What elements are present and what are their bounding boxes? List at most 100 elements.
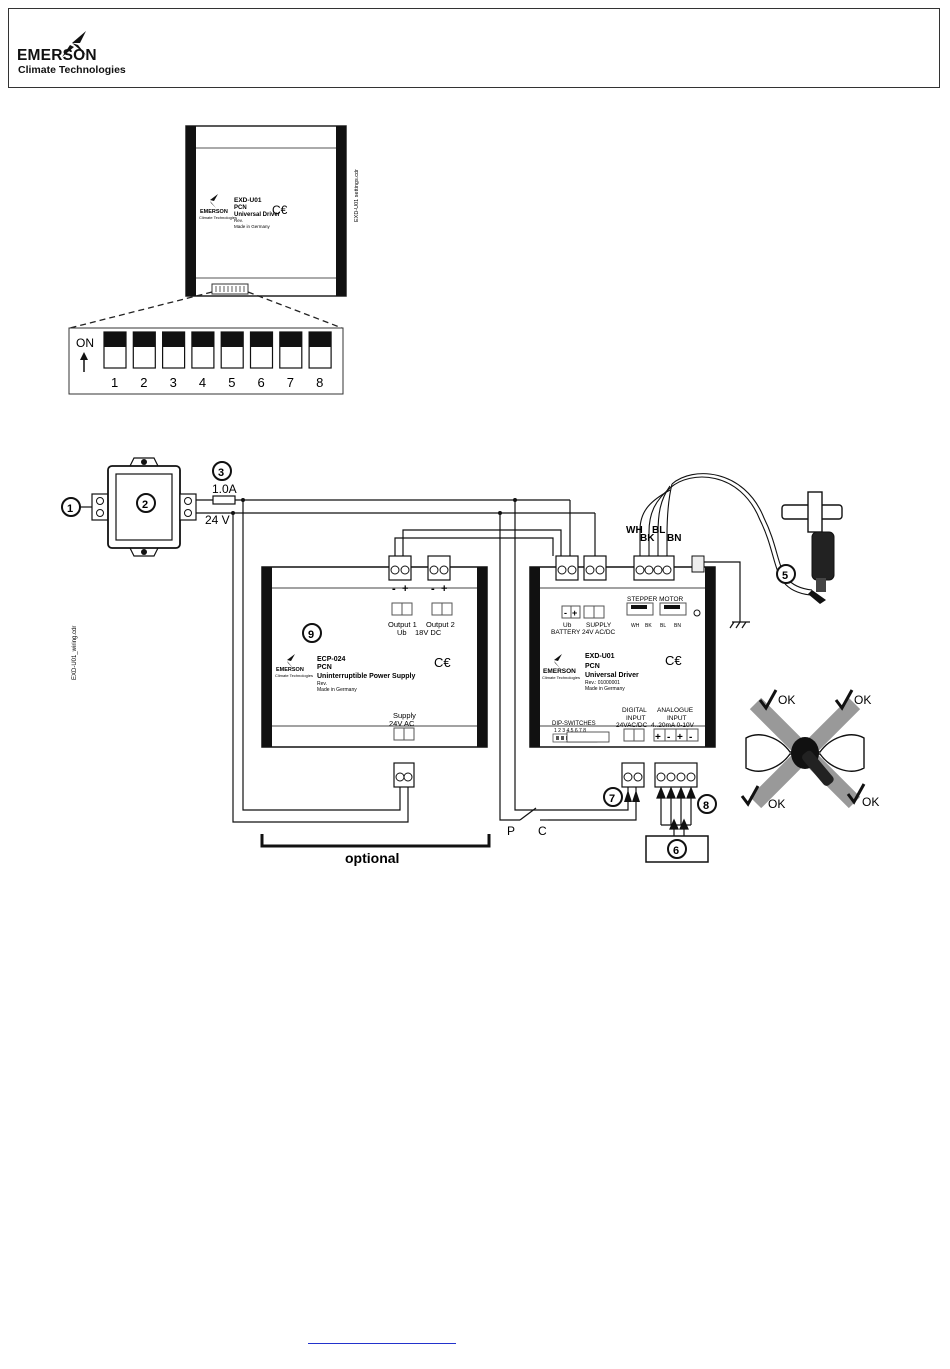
dip-on-label: ON [76, 336, 94, 350]
stepper-pin-bk: BK [645, 623, 652, 629]
callout-8: 8 [703, 800, 709, 812]
dip-switch-lever [162, 332, 185, 347]
dip-switch-lever [221, 332, 244, 347]
ce-mark-icon: C€ [272, 203, 288, 217]
fuse-label: 1.0A [212, 482, 237, 496]
driver-supply-label: SUPPLY [586, 622, 612, 629]
driver-battery-minus: - [564, 608, 567, 618]
top-device-made: Made in Germany [234, 224, 271, 229]
dip-switch-number: 2 [140, 375, 147, 390]
driver-brand-sub: Climate Technologies [542, 675, 580, 680]
driver-digital-voltage: 24VAC/DC [616, 722, 648, 729]
optional-label: optional [345, 850, 399, 866]
driver-dip-label: DIP-SWITCHES [552, 721, 596, 727]
led-icon [693, 609, 701, 617]
top-device-line2: PCN [234, 205, 247, 211]
analog-plus-1: + [655, 732, 661, 743]
ups-device: - + - + Output 1 Output 2 Ub 18V DC 9 EM… [261, 555, 488, 788]
ups-model: ECP-024 [317, 656, 346, 663]
callout-2: 2 [142, 499, 148, 511]
driver-supply-voltage: 24V AC/DC [582, 629, 616, 636]
analog-plus-2: + [677, 732, 683, 743]
ups-output1-minus: - [392, 583, 396, 595]
ups-output2-minus: - [431, 583, 435, 595]
top-device-model: EXD-U01 [234, 197, 262, 204]
wire-bn-label: BN [667, 533, 681, 544]
callout-5: 5 [782, 570, 788, 582]
ok-label-tl: OK [778, 693, 795, 707]
dip-switch-number: 7 [287, 375, 294, 390]
ups-output1-plus: + [402, 583, 408, 595]
wire-bk-label: BK [640, 533, 655, 544]
dip-switch-lever [133, 332, 156, 347]
driver-digital-input: INPUT [626, 715, 646, 722]
wire-wh-label: WH [626, 525, 643, 536]
ups-output2-label: Output 2 [426, 620, 455, 629]
driver-dip-numbers: 1 2 3 4 5 6 7 8 [554, 728, 586, 734]
top-device-line3: Universal Driver [234, 212, 281, 218]
ok-label-br: OK [862, 795, 879, 809]
emerson-small-logo-icon [554, 654, 562, 668]
callout-1: 1 [67, 503, 73, 515]
dip-switch-number: 3 [170, 375, 177, 390]
switch-p-label: P [507, 824, 515, 838]
valve-orientation-icon [740, 689, 866, 809]
callout-3: 3 [218, 467, 224, 479]
wiring-section: 1 2 3 1.0A 24 V [61, 457, 879, 866]
driver-battery-plus: + [572, 608, 577, 618]
dip-switch-lever [104, 332, 126, 347]
driver-analogue-label: ANALOGUE [657, 707, 694, 714]
ups-brand-sub: Climate Technologies [275, 673, 313, 678]
callout-9: 9 [308, 629, 314, 641]
ups-supply-voltage: 24V AC [389, 719, 415, 728]
driver-line2: PCN [585, 663, 600, 670]
stepper-pin-bn: BN [674, 623, 681, 629]
arrow-up-icon [624, 790, 640, 802]
fuse-icon [212, 495, 236, 505]
switch-c-label: C [538, 824, 547, 838]
ups-ub-label: Ub [397, 628, 407, 637]
emerson-logo-icon [62, 31, 86, 57]
dip-switch-lever [279, 332, 302, 347]
dip-switch-number: 1 [111, 375, 118, 390]
driver-line3: Universal Driver [585, 672, 639, 679]
ups-made: Made in Germany [317, 687, 357, 693]
ups-output2-plus: + [441, 583, 447, 595]
dip-switch-lever [191, 332, 214, 347]
driver-analogue-input: INPUT [667, 715, 687, 722]
brand-name: EMERSON [17, 47, 97, 64]
stepper-pin-bl: BL [660, 623, 666, 629]
ups-dc-label: 18V DC [415, 628, 442, 637]
driver-digital-label: DIGITAL [622, 707, 647, 714]
wire-bl-label: BL [652, 525, 665, 536]
ce-mark-icon: C€ [434, 655, 451, 670]
analog-minus-2: - [689, 732, 692, 743]
driver-brand: EMERSON [543, 668, 576, 675]
driver-model: EXD-U01 [585, 653, 615, 660]
voltage-label: 24 V [205, 513, 230, 527]
driver-made: Made in Germany [585, 686, 625, 692]
ok-label-bl: OK [768, 797, 785, 811]
ups-output1-label: Output 1 [388, 620, 417, 629]
emerson-small-logo-icon [210, 194, 218, 208]
ups-supply-label: Supply [393, 711, 416, 720]
driver-stepper-label: STEPPER MOTOR [627, 596, 684, 603]
driver-device: - + Ub SUPPLY BATTERY 24V AC/DC STEPPER … [529, 555, 750, 788]
driver-battery-label: BATTERY [551, 629, 581, 636]
ups-line3: Uninterruptible Power Supply [317, 673, 416, 680]
page-header: EMERSON Climate Technologies [8, 8, 940, 88]
callout-6: 6 [673, 845, 679, 857]
ups-line2: PCN [317, 664, 332, 671]
expansion-valve-icon [781, 491, 843, 604]
brand-subtitle: Climate Technologies [18, 64, 126, 76]
ce-mark-icon: C€ [665, 653, 682, 668]
top-device-rev: Rev. [234, 218, 243, 223]
dip-switch-lever [250, 332, 273, 347]
dip-switch-number: 6 [258, 375, 265, 390]
footer-link-underline[interactable] [308, 1343, 456, 1344]
dip-switch-number: 4 [199, 375, 206, 390]
callout-7: 7 [609, 793, 615, 805]
ok-label-tr: OK [854, 693, 871, 707]
